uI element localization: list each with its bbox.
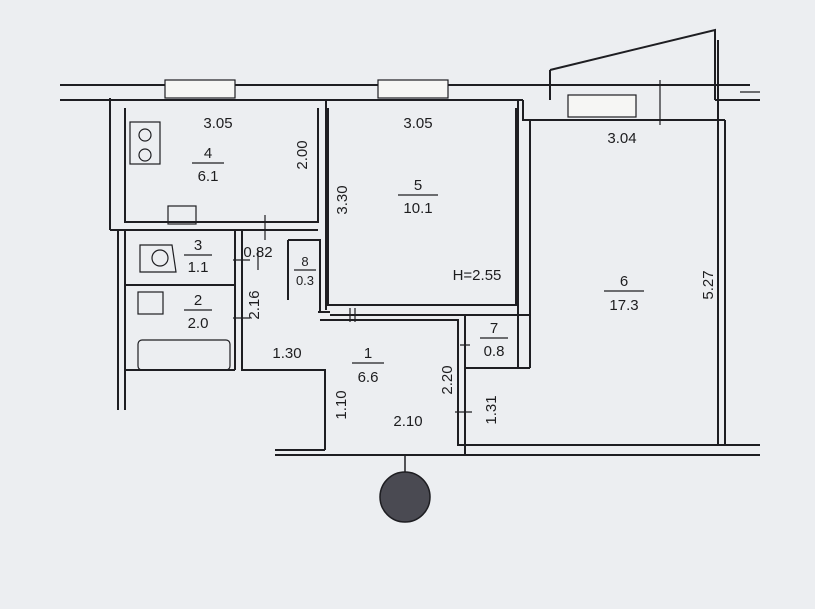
dim-kitchen-depth: 2.00 bbox=[294, 140, 311, 169]
dim-hall-width: 2.10 bbox=[393, 413, 422, 430]
dim-room5-depth: 3.30 bbox=[334, 185, 351, 214]
dimension-labels: 3.05 3.05 3.04 2.10 1.30 0.82 H=2.55 2.0… bbox=[203, 115, 717, 430]
interior-walls bbox=[110, 100, 531, 455]
room-5-area: 10.1 bbox=[403, 200, 432, 217]
room-7-number: 7 bbox=[490, 320, 498, 337]
room-7-area: 0.8 bbox=[484, 343, 505, 360]
room-8-number: 8 bbox=[301, 254, 308, 269]
dim-bath-depth: 2.16 bbox=[246, 290, 263, 319]
dim-room5-width: 3.05 bbox=[403, 115, 432, 132]
windows bbox=[164, 79, 637, 118]
dim-hall-depth: 2.20 bbox=[439, 365, 456, 394]
room-2-number: 2 bbox=[194, 292, 202, 309]
room-8-area: 0.3 bbox=[296, 273, 314, 288]
toilet bbox=[139, 244, 177, 273]
dim-room6-width: 3.04 bbox=[607, 130, 636, 147]
ceiling-height: H=2.55 bbox=[453, 267, 502, 284]
entry-marker bbox=[379, 471, 431, 523]
window-room6 bbox=[567, 94, 637, 118]
room-4-area: 6.1 bbox=[198, 168, 219, 185]
room-5-number: 5 bbox=[414, 177, 422, 194]
dim-kitchen-width: 3.05 bbox=[203, 115, 232, 132]
bathtub bbox=[137, 339, 231, 371]
window-room5 bbox=[377, 79, 449, 99]
dim-wc-width: 0.82 bbox=[243, 244, 272, 261]
sink-bath bbox=[137, 291, 164, 315]
room-2-area: 2.0 bbox=[188, 315, 209, 332]
room-labels: 4 6.1 5 10.1 6 17.3 3 1.1 2 2.0 1 6.6 7 … bbox=[184, 145, 644, 386]
room-6-number: 6 bbox=[620, 273, 628, 290]
dim-room6-depth: 5.27 bbox=[700, 270, 717, 299]
dim-hall-right: 1.31 bbox=[483, 395, 500, 424]
room-1-area: 6.6 bbox=[358, 369, 379, 386]
window-kitchen bbox=[164, 79, 236, 99]
room-3-area: 1.1 bbox=[188, 259, 209, 276]
dim-hall-left: 1.30 bbox=[272, 345, 301, 362]
dimension-ticks bbox=[233, 80, 760, 413]
kitchen-stove bbox=[129, 121, 161, 165]
room-4-number: 4 bbox=[204, 145, 212, 162]
dim-hall-entry: 1.10 bbox=[333, 390, 350, 419]
room-3-number: 3 bbox=[194, 237, 202, 254]
kitchen-sink bbox=[167, 205, 197, 225]
room-6-area: 17.3 bbox=[609, 297, 638, 314]
room-1-number: 1 bbox=[364, 345, 372, 362]
